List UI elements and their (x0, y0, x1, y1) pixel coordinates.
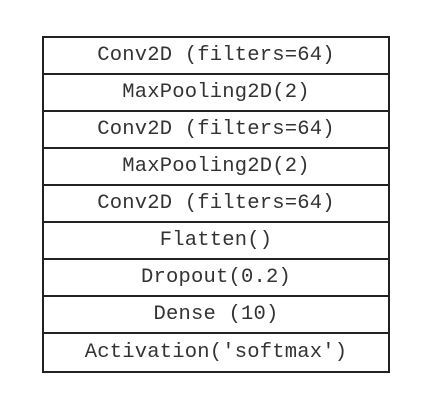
layer-conv2d-1: Conv2D (filters=64) (44, 38, 388, 75)
layer-activation-softmax: Activation('softmax') (84, 341, 348, 364)
layer-conv2d-3: Conv2D (filters=64) (44, 186, 388, 223)
layer-dense: Dense (10) (44, 297, 388, 334)
layer-maxpooling2d-2: MaxPooling2D(2) (44, 149, 388, 186)
layer-dropout: Dropout(0.2) (44, 260, 388, 297)
layer-flatten: Flatten() (44, 223, 388, 260)
layer-maxpooling2d-1: MaxPooling2D(2) (44, 75, 388, 112)
layer-conv2d-2: Conv2D (filters=64) (44, 112, 388, 149)
model-layer-stack: Conv2D (filters=64) MaxPooling2D(2) Conv… (42, 36, 390, 373)
